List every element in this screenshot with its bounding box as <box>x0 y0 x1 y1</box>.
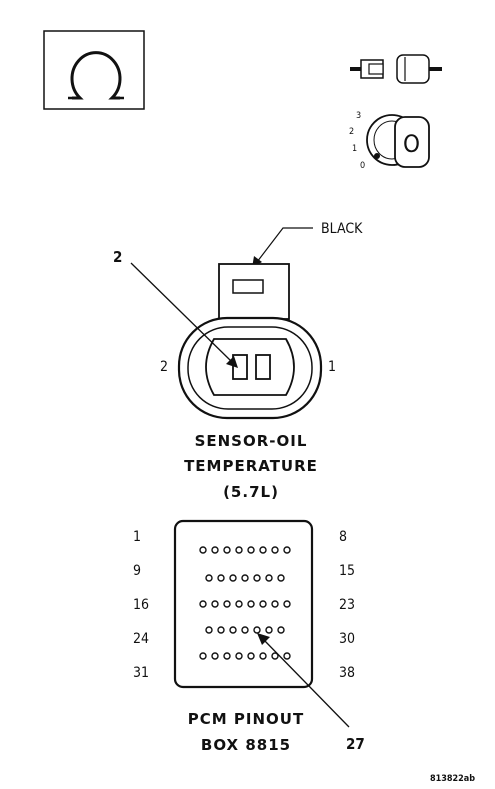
pcm-pin-8 <box>283 546 291 554</box>
pcm-pin-14 <box>265 574 273 582</box>
sensor-title: SENSOR-OIL TEMPERATURE (5.7L) <box>184 432 318 501</box>
connector-color-label: BLACK <box>321 221 363 237</box>
pcm-pin-30 <box>277 626 285 634</box>
pcm-pin-16 <box>199 600 207 608</box>
pcm-pin-32 <box>211 652 219 660</box>
pcm-pin-31 <box>199 652 207 660</box>
pcm-pin-35 <box>247 652 255 660</box>
sensor-title-line-3: (5.7L) <box>223 483 279 501</box>
pcm-row-1-right-label: 8 <box>339 529 347 545</box>
pcm-pin-6 <box>259 546 267 554</box>
pcm-pin-23 <box>283 600 291 608</box>
pcm-title-line-1: PCM PINOUT <box>188 710 304 728</box>
pcm-pin-5 <box>247 546 255 554</box>
pcm-pin-34 <box>235 652 243 660</box>
pcm-pin-3 <box>223 546 231 554</box>
pcm-pin-36 <box>259 652 267 660</box>
sensor-callout-label: 2 <box>113 248 122 266</box>
pcm-pin-9 <box>205 574 213 582</box>
sensor-title-line-2: TEMPERATURE <box>184 457 318 475</box>
pcm-pin-4 <box>235 546 243 554</box>
pcm-row-5-left-label: 31 <box>133 665 149 681</box>
ignition-position-0: 0 <box>360 161 365 171</box>
pcm-pin-17 <box>211 600 219 608</box>
pcm-pin-38 <box>283 652 291 660</box>
pcm-pin-7 <box>271 546 279 554</box>
pcm-pin-21 <box>259 600 267 608</box>
pcm-title: PCM PINOUT BOX 8815 <box>188 710 304 754</box>
pcm-pin-25 <box>217 626 225 634</box>
pcm-pin-10 <box>217 574 225 582</box>
pcm-pin-22 <box>271 600 279 608</box>
pcm-row-4-left-label: 24 <box>133 631 149 647</box>
pcm-pin-37 <box>271 652 279 660</box>
pcm-pin-19 <box>235 600 243 608</box>
pcm-pin-24 <box>205 626 213 634</box>
pcm-pin-28 <box>253 626 261 634</box>
pcm-pin-15 <box>277 574 285 582</box>
ignition-position-2: 2 <box>349 127 354 137</box>
ignition-key-label: O <box>403 130 420 158</box>
sensor-pin-2-label: 2 <box>160 359 168 375</box>
sensor-connector: BLACK 2 1 2 <box>113 221 363 420</box>
figure-id: 813822ab <box>430 774 475 784</box>
pcm-row-3-right-label: 23 <box>339 597 355 613</box>
pcm-row-1-left-label: 1 <box>133 529 141 545</box>
pcm-row-2-right-label: 15 <box>339 563 355 579</box>
pcm-row-5-right-label: 38 <box>339 665 355 681</box>
ignition-position-1: 1 <box>352 144 357 154</box>
pcm-pinout-box: 1 9 16 24 31 8 15 23 30 38 27 <box>133 519 365 753</box>
pcm-pin-27 <box>241 626 249 634</box>
pcm-pin-11 <box>229 574 237 582</box>
pcm-pin-33 <box>223 652 231 660</box>
pcm-row-3-left-label: 16 <box>133 597 149 613</box>
pcm-row-4-right-label: 30 <box>339 631 355 647</box>
pcm-pin-13 <box>253 574 261 582</box>
disconnected-connector-icon <box>350 54 442 84</box>
ignition-position-3: 3 <box>356 111 361 121</box>
pcm-row-2-left-label: 9 <box>133 563 141 579</box>
pcm-pin-2 <box>211 546 219 554</box>
pcm-pin-18 <box>223 600 231 608</box>
pcm-pin-grid <box>199 546 291 660</box>
pcm-pin-12 <box>241 574 249 582</box>
pcm-callout-label: 27 <box>346 735 365 753</box>
sensor-pin-1-label: 1 <box>328 359 336 375</box>
pcm-pin-29 <box>265 626 273 634</box>
pcm-pin-1 <box>199 546 207 554</box>
ignition-key-icon: 3 2 1 0 O <box>349 111 430 171</box>
pcm-title-line-2: BOX 8815 <box>201 736 291 754</box>
pcm-pin-20 <box>247 600 255 608</box>
sensor-title-line-1: SENSOR-OIL <box>195 432 308 450</box>
ohmmeter-symbol <box>43 30 145 110</box>
pcm-pin-26 <box>229 626 237 634</box>
